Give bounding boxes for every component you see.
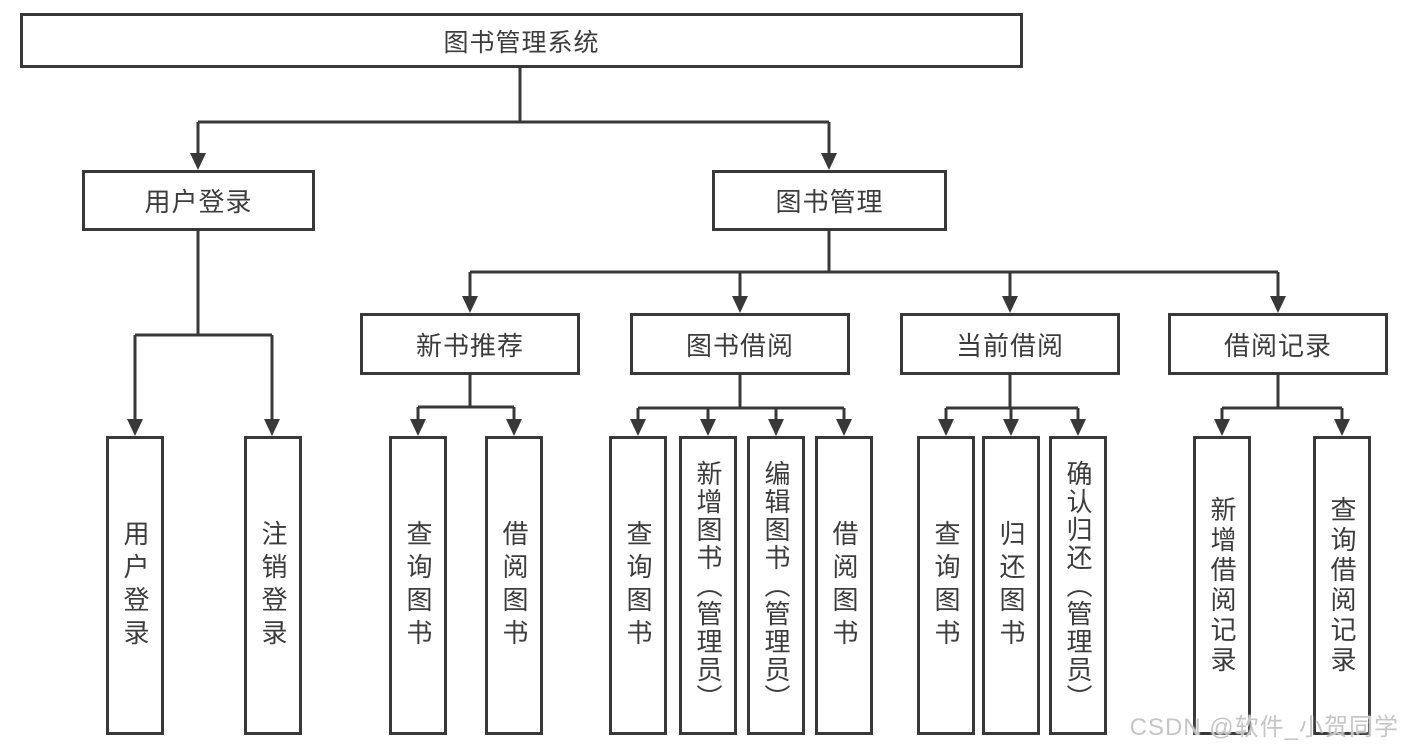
arrowhead-icon (1003, 419, 1019, 436)
leaf-borrow-books-2-label: 借阅图书 (829, 519, 859, 652)
arrowhead-icon (1334, 419, 1350, 436)
leaf-borrow-books-2: 借阅图书 (815, 436, 873, 735)
node-book-management: 图书管理 (712, 170, 947, 231)
leaf-add-book-admin-label: 新增图书（管理员） (693, 459, 723, 712)
arrowhead-icon (821, 153, 837, 170)
arrowhead-icon (127, 419, 143, 436)
arrowhead-icon (1070, 419, 1086, 436)
arrowhead-icon (938, 419, 954, 436)
node-current-borrowing-label: 当前借阅 (955, 330, 1064, 361)
node-root: 图书管理系统 (20, 13, 1023, 68)
leaf-query-books-2: 查询图书 (609, 436, 667, 735)
arrowhead-icon (836, 419, 852, 436)
connector-new-book-recommend (416, 375, 516, 422)
leaf-query-books-2-label: 查询图书 (623, 519, 653, 652)
leaf-return-book: 归还图书 (982, 436, 1040, 735)
arrowhead-icon (190, 153, 206, 170)
arrowhead-icon (264, 419, 280, 436)
arrowhead-icon (462, 296, 478, 313)
leaf-add-borrow-record-label: 新增借阅记录 (1207, 495, 1237, 676)
arrowhead-icon (1002, 296, 1018, 313)
arrowhead-icon (1214, 419, 1230, 436)
leaf-query-borrow-record: 查询借阅记录 (1313, 436, 1371, 735)
leaf-add-book-admin: 新增图书（管理员） (679, 436, 737, 735)
node-current-borrowing: 当前借阅 (900, 313, 1120, 375)
arrowhead-icon (700, 419, 716, 436)
arrowhead-icon (768, 419, 784, 436)
connector-user-login (133, 231, 274, 422)
arrowhead-icon (506, 419, 522, 436)
leaf-query-borrow-record-label: 查询借阅记录 (1327, 495, 1357, 676)
node-book-management-label: 图书管理 (775, 187, 884, 217)
leaf-logout-label: 注销登录 (258, 519, 288, 652)
arrowhead-icon (732, 296, 748, 313)
leaf-query-books-3-label: 查询图书 (931, 519, 961, 652)
watermark: CSDN @软件_小贺同学 (1129, 714, 1399, 741)
node-root-label: 图书管理系统 (443, 28, 600, 57)
node-new-book-recommend: 新书推荐 (360, 313, 580, 375)
node-book-borrowing-label: 图书借阅 (685, 330, 794, 361)
leaf-logout: 注销登录 (244, 436, 302, 735)
node-user-login-label: 用户登录 (144, 187, 253, 217)
connector-borrowing-records (1220, 375, 1344, 422)
leaf-user-login: 用户登录 (106, 436, 164, 735)
leaf-edit-book-admin: 编辑图书（管理员） (747, 436, 805, 735)
leaf-return-book-label: 归还图书 (996, 519, 1026, 652)
leaf-user-login-label: 用户登录 (120, 519, 150, 652)
arrowhead-icon (410, 419, 426, 436)
node-borrowing-records-label: 借阅记录 (1223, 330, 1332, 361)
leaf-borrow-books-1-label: 借阅图书 (499, 519, 529, 652)
leaf-confirm-return-admin: 确认归还（管理员） (1049, 436, 1107, 735)
leaf-add-borrow-record: 新增借阅记录 (1193, 436, 1251, 735)
arrowhead-icon (1270, 296, 1286, 313)
leaf-edit-book-admin-label: 编辑图书（管理员） (761, 459, 791, 712)
leaf-query-books-1: 查询图书 (389, 436, 447, 735)
connector-book-borrowing (636, 375, 846, 422)
leaf-query-books-3: 查询图书 (917, 436, 975, 735)
node-book-borrowing: 图书借阅 (630, 313, 850, 375)
leaf-confirm-return-admin-label: 确认归还（管理员） (1063, 459, 1093, 712)
node-user-login: 用户登录 (82, 170, 315, 231)
leaf-query-books-1-label: 查询图书 (403, 519, 433, 652)
node-new-book-recommend-label: 新书推荐 (415, 330, 524, 361)
node-borrowing-records: 借阅记录 (1168, 313, 1388, 375)
leaf-borrow-books-1: 借阅图书 (485, 436, 543, 735)
arrowhead-icon (630, 419, 646, 436)
connector-book-management (468, 231, 1280, 299)
connector-current-borrowing (944, 375, 1080, 422)
connector-root (196, 67, 831, 156)
